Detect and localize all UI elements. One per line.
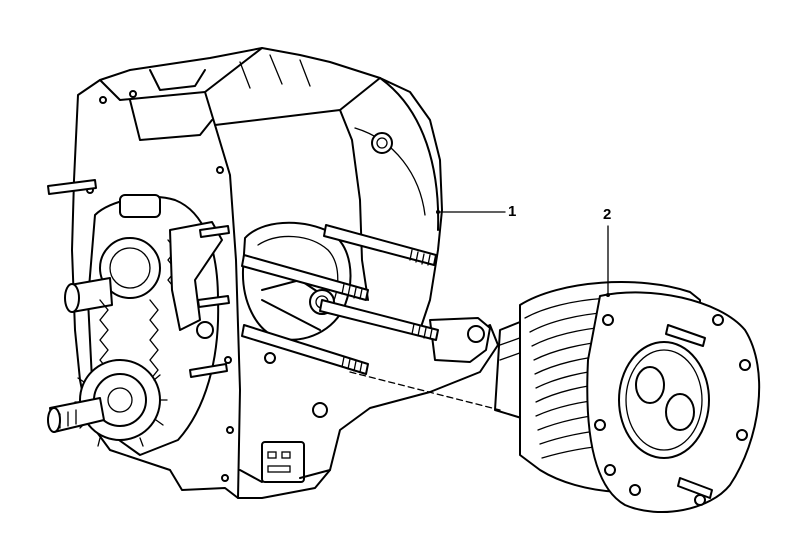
stud-drawing — [47, 179, 439, 378]
timing-chain-drawing — [47, 194, 223, 456]
callout-label-1: 1 — [508, 203, 517, 220]
callout-label-2: 2 — [603, 206, 612, 223]
assembly-guide-line — [349, 371, 501, 411]
cylinder-drawing — [494, 281, 761, 514]
callout-leaders — [349, 210, 610, 411]
